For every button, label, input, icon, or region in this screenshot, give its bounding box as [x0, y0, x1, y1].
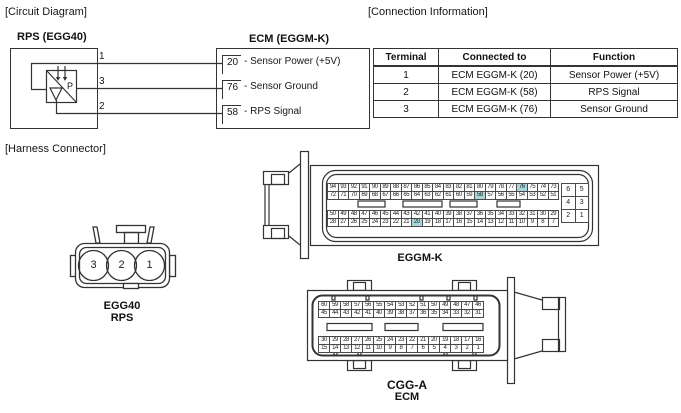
harness-connector-section-label: [Harness Connector]: [5, 143, 106, 155]
pin-3: 3: [574, 196, 589, 210]
wire-number-3: 3: [99, 76, 105, 87]
connection-table: Terminal Connected to Function 1 ECM EGG…: [373, 48, 678, 118]
ecm-terminal-20-pin: 20: [222, 55, 241, 74]
ecm-terminal-58-label: - RPS Signal: [244, 106, 302, 117]
egg40-connector-type: RPS: [110, 312, 134, 324]
table-row: 1 ECM EGGM-K (20) Sensor Power (+5V): [373, 65, 678, 84]
egg40-cavity-1: 1: [146, 259, 153, 271]
ecm-terminal-76-label: - Sensor Ground: [244, 81, 318, 92]
table-row: 2 ECM EGGM-K (58) RPS Signal: [373, 83, 678, 101]
eggmk-connector-drawing: [262, 150, 600, 260]
pin-6: 6: [561, 183, 576, 197]
cell-terminal: 1: [373, 65, 439, 84]
wire-number-2: 2: [99, 101, 105, 112]
pin-1: 1: [472, 344, 484, 353]
cell-function: Sensor Ground: [550, 100, 678, 118]
cgga-connector-type: ECM: [394, 391, 420, 403]
cell-function: Sensor Power (+5V): [550, 65, 678, 84]
egg40-connector-drawing: [69, 224, 177, 290]
ecm-terminal-20: 20 - Sensor Power (+5V): [222, 55, 340, 74]
cell-connected-to: ECM EGGM-K (76): [438, 100, 551, 118]
pin-5: 5: [574, 183, 589, 197]
pressure-sensor-symbol: [45, 66, 78, 104]
ecm-terminal-58-pin: 58: [222, 105, 241, 124]
cell-terminal: 3: [373, 100, 439, 118]
cgga-connector-drawing: [306, 276, 567, 385]
pin-2: 2: [561, 209, 576, 223]
ecm-terminal-76: 76 - Sensor Ground: [222, 80, 318, 99]
egg40-cavity-2: 2: [118, 259, 125, 271]
sensor-p-label: P: [67, 81, 74, 91]
col-header-terminal: Terminal: [373, 48, 439, 67]
cell-function: RPS Signal: [550, 83, 678, 101]
cgga-connector-name: CGG-A: [387, 378, 427, 392]
wire-2: [55, 100, 222, 115]
pin-31: 31: [472, 309, 484, 318]
circuit-wires: [30, 62, 222, 115]
circuit-diagram-section-label: [Circuit Diagram]: [5, 6, 87, 18]
wire-1: [30, 62, 222, 91]
ecm-terminal-76-pin: 76: [222, 80, 241, 99]
ecm-component-box: [216, 48, 370, 129]
connection-table-header-row: Terminal Connected to Function: [373, 48, 678, 67]
ecm-terminal-20-label: - Sensor Power (+5V): [244, 56, 341, 67]
cell-connected-to: ECM EGGM-K (20): [438, 65, 551, 84]
table-row: 3 ECM EGGM-K (76) Sensor Ground: [373, 100, 678, 118]
cell-connected-to: ECM EGGM-K (58): [438, 83, 551, 101]
ecm-box-title: ECM (EGGM-K): [249, 33, 330, 45]
connection-information-section-label: [Connection Information]: [368, 6, 488, 18]
cell-terminal: 2: [373, 83, 439, 101]
egg40-connector-name: EGG40: [103, 300, 141, 312]
col-header-connected-to: Connected to: [438, 48, 551, 67]
ecm-terminal-58: 58 - RPS Signal: [222, 105, 301, 124]
pin-1: 1: [574, 209, 589, 223]
pin-7: 7: [547, 218, 559, 227]
wire-number-1: 1: [99, 51, 105, 62]
pin-51: 51: [547, 191, 559, 200]
rps-box-title: RPS (EGG40): [17, 31, 87, 43]
col-header-function: Function: [550, 48, 678, 67]
pin-4: 4: [561, 196, 576, 210]
rps-component-box: [10, 48, 98, 129]
egg40-cavity-3: 3: [90, 259, 97, 271]
eggmk-connector-name: EGGM-K: [397, 252, 443, 264]
